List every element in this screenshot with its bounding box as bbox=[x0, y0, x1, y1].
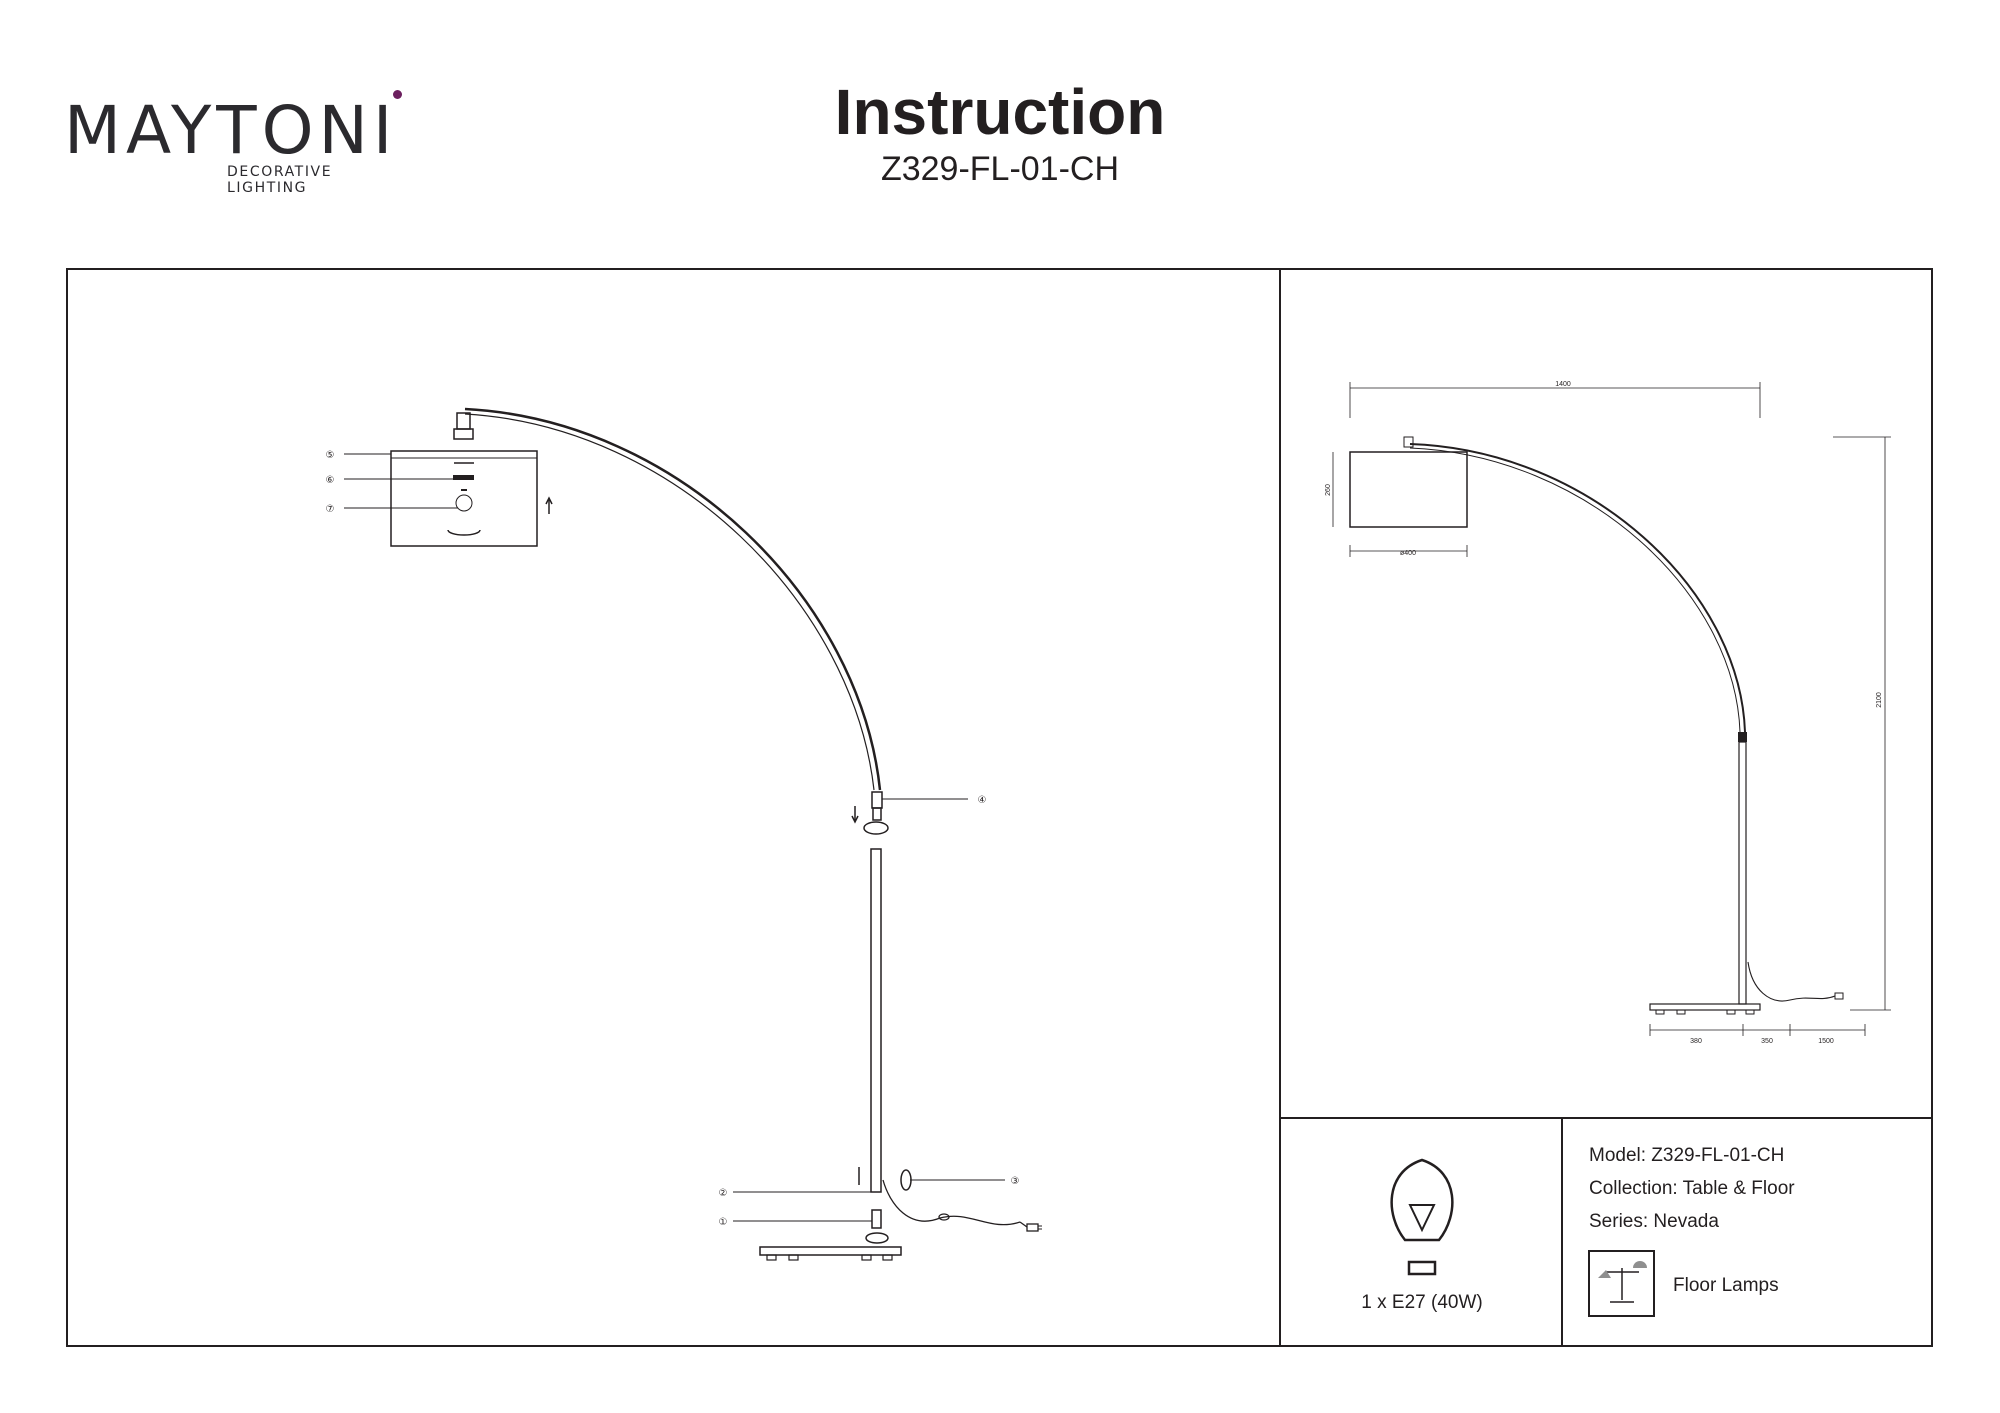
lamp-shade bbox=[390, 450, 538, 547]
dimension-drawing bbox=[1332, 382, 1891, 1036]
dim-shade-height: 260 bbox=[1325, 484, 1332, 496]
callout-4: ④ bbox=[978, 795, 987, 806]
dim-height: 2100 bbox=[1876, 692, 1883, 708]
callout-7: ⑦ bbox=[326, 504, 335, 515]
instruction-frame bbox=[66, 268, 1933, 1347]
model-code: Z329-FL-01-CH bbox=[880, 150, 1120, 188]
callout-6: ⑥ bbox=[326, 475, 335, 486]
spec-model: Model: Z329-FL-01-CH bbox=[1589, 1145, 1785, 1166]
callout-3: ③ bbox=[1011, 1176, 1020, 1187]
lamp-pole bbox=[870, 848, 882, 1193]
lamp-socket bbox=[456, 412, 471, 430]
lamp-bulb bbox=[455, 494, 473, 512]
floor-lamp-icon bbox=[1598, 1261, 1647, 1303]
arc-joint bbox=[871, 791, 883, 809]
assembly-drawing bbox=[344, 407, 1042, 1261]
dim-base bbox=[1649, 1003, 1761, 1011]
category-icon-box bbox=[1588, 1250, 1655, 1317]
dim-shade-diameter: ø400 bbox=[1400, 550, 1416, 557]
dim-base-offset: 350 bbox=[1761, 1038, 1773, 1045]
brand-logo: MAYTONI DECORATIVE LIGHTING bbox=[64, 92, 414, 197]
divider-info-cols bbox=[1561, 1117, 1563, 1347]
dim-cable: 1500 bbox=[1818, 1038, 1834, 1045]
divider-main bbox=[1279, 268, 1281, 1347]
dim-base-depth: 380 bbox=[1690, 1038, 1702, 1045]
category-label: Floor Lamps bbox=[1673, 1275, 1779, 1296]
brand-name: MAYTONI bbox=[64, 92, 398, 169]
dimension-labels: 1400 2100 260 ø400 380 350 1500 bbox=[1325, 381, 1883, 1045]
callout-2: ② bbox=[719, 1188, 728, 1199]
brand-tagline: DECORATIVE LIGHTING bbox=[227, 164, 333, 196]
dim-shade bbox=[1349, 451, 1468, 528]
dim-width: 1400 bbox=[1555, 381, 1571, 388]
spec-series: Series: Nevada bbox=[1589, 1211, 1719, 1232]
power-cable bbox=[882, 1179, 1021, 1226]
lamp-arc bbox=[464, 407, 882, 791]
assembly-callouts: ⑤ ⑥ ⑦ ④ ③ ② ① bbox=[326, 450, 1020, 1228]
callout-5: ⑤ bbox=[326, 450, 335, 461]
spec-collection: Collection: Table & Floor bbox=[1589, 1178, 1795, 1199]
lamp-base bbox=[759, 1246, 902, 1256]
callout-1: ① bbox=[719, 1217, 728, 1228]
brand-accent-dot bbox=[393, 90, 402, 99]
page-title: Instruction bbox=[834, 76, 1166, 148]
light-bulb-icon bbox=[1390, 1158, 1454, 1276]
divider-info bbox=[1279, 1117, 1933, 1119]
bulb-spec: 1 x E27 (40W) bbox=[1361, 1292, 1483, 1313]
